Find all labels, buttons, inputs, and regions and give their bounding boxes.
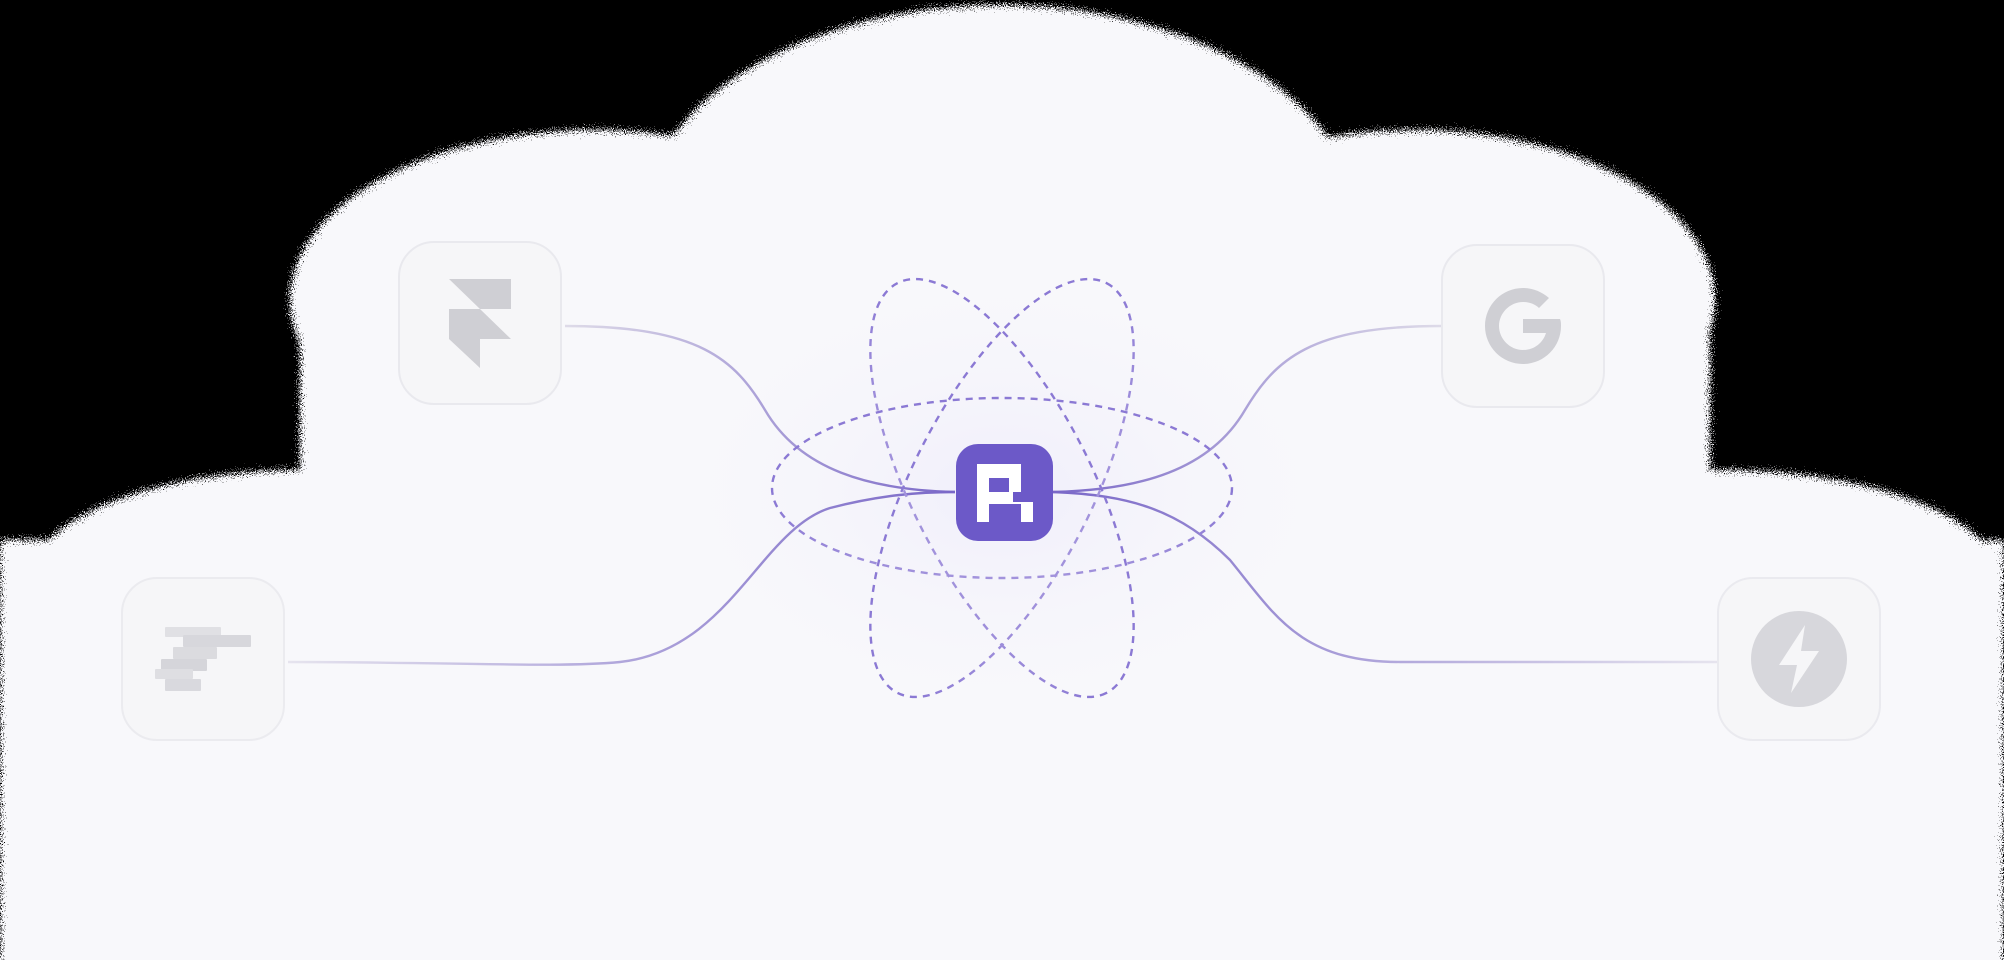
connector-bolt — [1052, 490, 1717, 664]
lightning-bolt-logo-icon — [1751, 611, 1847, 707]
hub-app-tile — [956, 444, 1053, 541]
orbit-tilt-left — [869, 277, 1135, 699]
connector-google — [1052, 324, 1442, 494]
orbit-tilt-right — [869, 277, 1135, 699]
google-logo-icon — [1485, 288, 1561, 364]
orbit-horizontal — [770, 396, 1234, 580]
lightning-tile — [1717, 577, 1881, 741]
orbit-rings — [770, 277, 1234, 699]
connector-stack — [287, 490, 956, 666]
app-logo-icon — [976, 463, 1033, 522]
stacked-bars-tile — [121, 577, 285, 741]
connectors — [287, 324, 1717, 666]
google-tile — [1441, 244, 1605, 408]
stacked-bars-logo-icon — [155, 627, 251, 691]
framer-tile — [398, 241, 562, 405]
framer-logo-icon — [449, 279, 511, 368]
connector-framer — [564, 324, 956, 494]
